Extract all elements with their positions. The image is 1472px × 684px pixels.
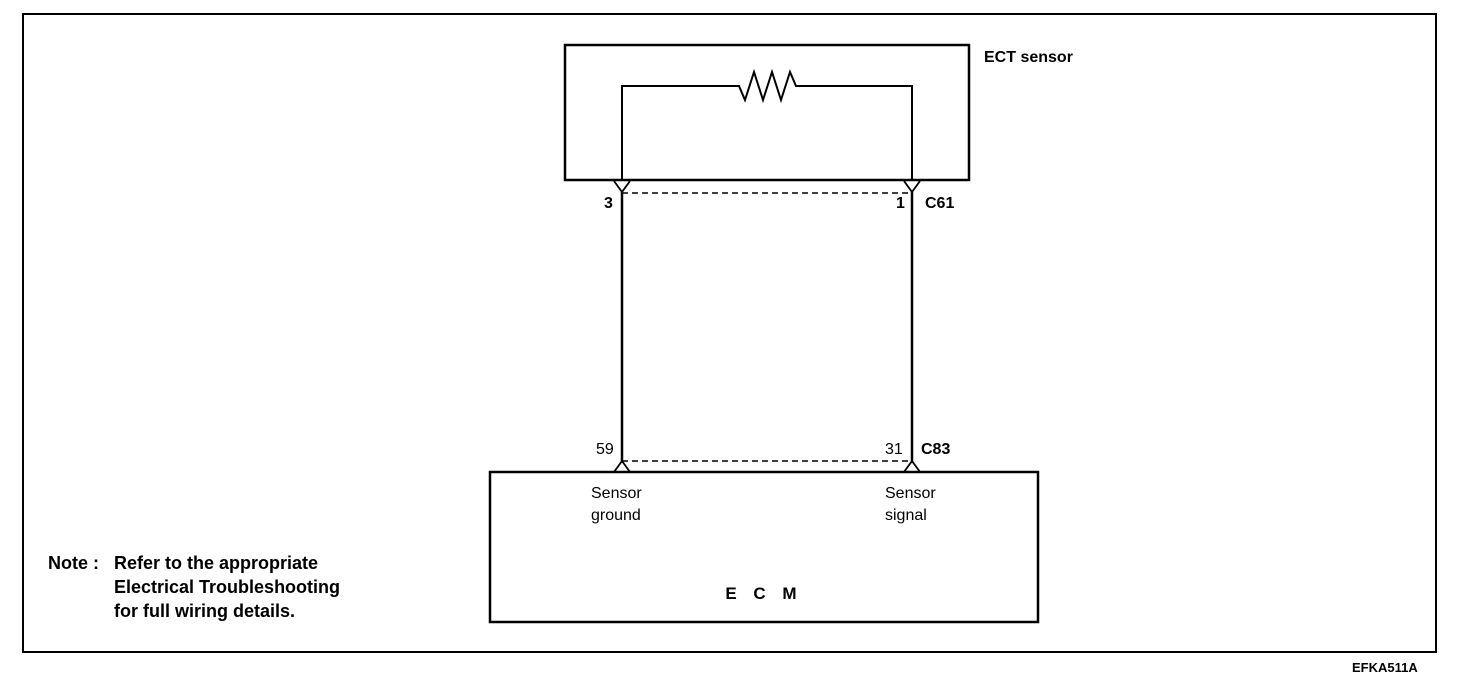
note-block: Note : Refer to the appropriate Electrica…: [48, 551, 340, 623]
c61-connector-name: C61: [925, 195, 955, 212]
note-line-3: for full wiring details.: [114, 601, 296, 621]
note-line-1: Note : Refer to the appropriate: [48, 551, 340, 575]
c83-right-terminal: [903, 459, 921, 473]
ecm-signal-label-line1: Sensor: [885, 485, 936, 502]
resistor-symbol: [621, 68, 913, 180]
ect-sensor-label: ECT sensor: [984, 49, 1073, 66]
ecm-signal-label-line2: signal: [885, 507, 927, 524]
note-prefix: Note :: [48, 553, 99, 573]
c83-left-terminal: [613, 459, 631, 473]
c61-pin-right: 1: [896, 195, 905, 212]
c83-pin-left: 59: [596, 441, 614, 458]
c61-left-terminal: [613, 180, 631, 194]
ecm-ground-label-line1: Sensor: [591, 485, 642, 502]
ecm-box: [488, 470, 1040, 624]
ect-sensor-box: [563, 43, 971, 182]
ecm-label: E C M: [725, 584, 803, 603]
c83-pin-right: 31: [885, 441, 903, 458]
note-line-2: Electrical Troubleshooting: [114, 577, 341, 597]
c61-pin-left: 3: [604, 195, 613, 212]
c61-right-terminal: [903, 180, 921, 194]
figure-code: EFKA511A: [1352, 660, 1418, 675]
note-text-1: Refer to the appropriate: [114, 553, 319, 573]
ecm-ground-label-line2: ground: [591, 507, 641, 524]
outer-frame: [22, 13, 1437, 653]
c83-connector-name: C83: [921, 441, 951, 458]
